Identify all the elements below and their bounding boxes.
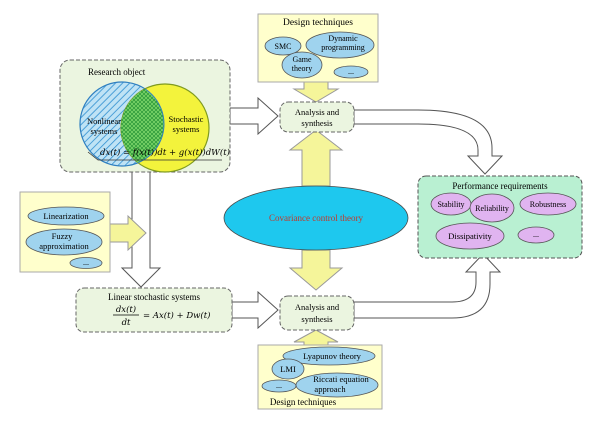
linear-eq-num: dx(t)	[116, 304, 136, 315]
left-tools-box: Linearization Fuzzy approximation ...	[19, 191, 111, 273]
reliability-label: Reliability	[475, 204, 509, 213]
arrow-covariance-down	[288, 249, 344, 291]
riccati-label-2: approach	[314, 384, 346, 394]
analysis-bottom-line2: synthesis	[301, 314, 332, 324]
gt-label-2: theory	[292, 64, 312, 73]
stochastic-label-1: Stochastic	[169, 114, 204, 124]
covariance-label: Covariance control theory	[269, 213, 363, 223]
gt-label-1: Game	[292, 55, 312, 64]
stability-label: Stability	[437, 200, 464, 209]
robustness-label: Robustness	[530, 200, 566, 209]
analysis-top-line1: Analysis and	[295, 107, 340, 117]
research-title: Research object	[88, 67, 146, 77]
arrow-research-to-analysis	[229, 96, 279, 136]
left-tools-more: ...	[83, 258, 89, 267]
design-bottom-title: Design techniques	[270, 397, 337, 407]
linear-eq-rhs: = Ax(t) + Dw(t)	[143, 310, 210, 321]
dp-label-1: Dynamic	[328, 34, 358, 43]
analysis-top-box: Analysis and synthesis	[279, 101, 355, 133]
arrow-linear-to-analysis	[231, 290, 279, 330]
fuzzy-label-1: Fuzzy	[52, 231, 74, 241]
research-object-box: Research object Nonlinear systems Stocha…	[59, 59, 231, 173]
research-equation: dx(t) = f(x(t))dt + g(x(t))dW(t)	[100, 147, 230, 158]
analysis-bottom-line1: Analysis and	[295, 302, 340, 312]
arrow-analysis-bottom-to-performance	[353, 253, 502, 319]
design-top-more: ...	[348, 67, 354, 76]
dissipativity-label: Dissipativity	[448, 231, 492, 241]
arrow-tools-right	[109, 214, 147, 252]
arrow-analysis-to-performance	[353, 109, 504, 175]
lmi-label: LMI	[280, 364, 296, 374]
smc-label: SMC	[275, 42, 292, 51]
linear-stochastic-box: Linear stochastic systems dx(t) dt = Ax(…	[75, 287, 233, 333]
covariance-control-theory: Covariance control theory	[223, 185, 409, 251]
performance-title: Performance requirements	[452, 181, 548, 191]
linear-eq-den: dt	[122, 318, 131, 328]
design-bottom-more: ...	[276, 381, 282, 390]
linearization-label: Linearization	[43, 211, 89, 221]
arrow-covariance-up	[288, 129, 344, 187]
design-techniques-top: Design techniques SMC Dynamic programmin…	[257, 13, 379, 83]
riccati-label-1: Riccati equation	[313, 374, 369, 384]
analysis-bottom-box: Analysis and synthesis	[279, 295, 355, 331]
fuzzy-label-2: approximation	[39, 241, 89, 251]
design-techniques-bottom: Lyapunov theory LMI Riccati equation app…	[257, 344, 383, 410]
linear-title: Linear stochastic systems	[108, 292, 200, 302]
dp-label-2: programming	[321, 43, 365, 52]
design-top-title: Design techniques	[283, 18, 353, 28]
nonlinear-label-2: systems	[91, 126, 118, 136]
nonlinear-label-1: Nonlinear	[87, 116, 121, 126]
analysis-top-line2: synthesis	[301, 118, 332, 128]
performance-more: ...	[533, 230, 539, 239]
arrow-design-top-down	[292, 79, 340, 103]
stochastic-label-2: systems	[173, 124, 200, 134]
performance-box: Performance requirements Stability Relia…	[417, 175, 583, 259]
lyapunov-label: Lyapunov theory	[303, 351, 362, 361]
